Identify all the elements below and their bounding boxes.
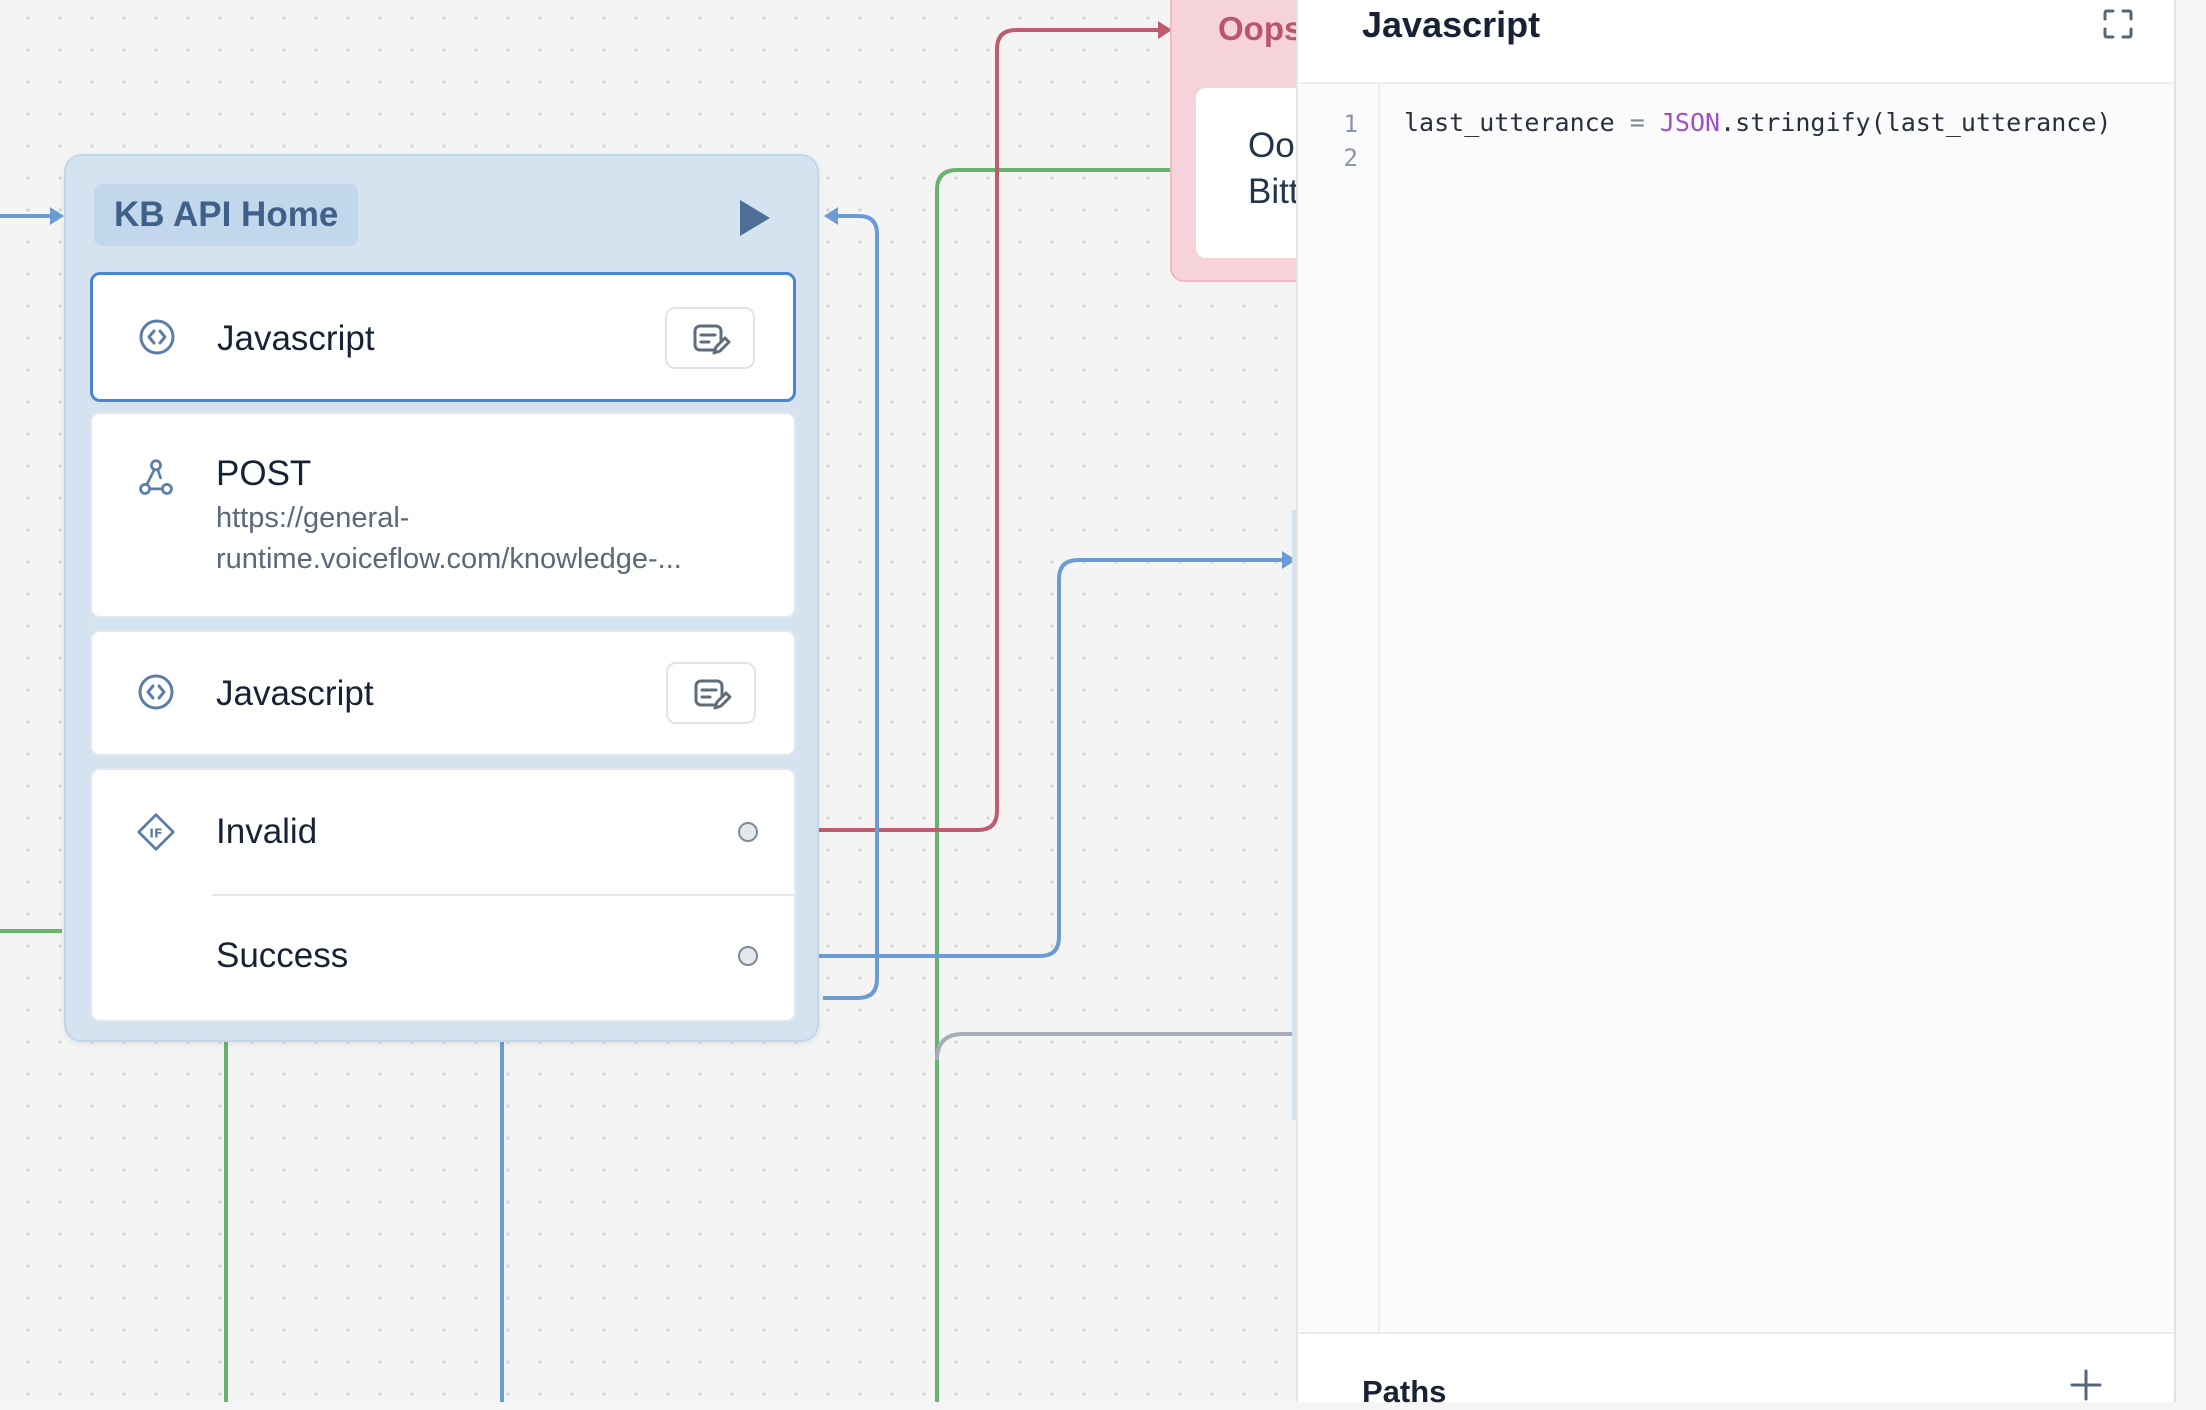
expand-icon[interactable] — [2102, 8, 2134, 40]
block-title[interactable]: KB API Home — [94, 184, 359, 246]
api-step[interactable]: POST https://general- runtime.voiceflow.… — [90, 412, 796, 618]
line-number: 2 — [1343, 144, 1358, 172]
condition-step[interactable]: IF Invalid Success — [90, 768, 796, 1022]
gray-connection — [935, 1032, 1296, 1061]
condition-icon: IF — [137, 813, 175, 851]
edit-code-button[interactable] — [665, 307, 755, 369]
success-connection — [796, 558, 1284, 958]
path-divider — [212, 894, 794, 896]
oops-message-line1: Oo — [1248, 126, 1295, 165]
api-url-line2: runtime.voiceflow.com/knowledge-... — [216, 543, 682, 575]
edit-icon — [694, 679, 732, 710]
green-connection-vertical — [935, 168, 1196, 1402]
code-icon — [139, 319, 175, 355]
invalid-connection — [796, 28, 1160, 832]
oops-message-line2: Bitt — [1248, 172, 1296, 211]
code-operator: = — [1614, 108, 1660, 137]
path-success-label: Success — [216, 936, 349, 975]
paths-section: Paths — [1298, 1332, 2174, 1409]
success-arrowhead — [1282, 551, 1296, 569]
api-url-line1: https://general- — [216, 502, 410, 534]
path-invalid-label: Invalid — [216, 812, 318, 851]
edit-code-button[interactable] — [666, 662, 756, 724]
code-editor[interactable]: 1 2 last_utterance = JSON.stringify(last… — [1298, 84, 2174, 1332]
editor-panel: Javascript 1 2 last_utterance = JSON.str… — [1296, 0, 2174, 1409]
success-port[interactable] — [738, 946, 758, 966]
kb-api-home-block[interactable]: KB API Home Javascript — [64, 154, 819, 1042]
code-variable: last_utterance — [1404, 108, 1615, 137]
step-label: Javascript — [216, 674, 374, 713]
invalid-arrowhead — [1158, 21, 1172, 39]
svg-text:IF: IF — [149, 825, 162, 840]
oops-message-step[interactable]: Oo Bitt — [1196, 88, 1296, 258]
oops-block[interactable]: Oops Oo Bitt — [1170, 0, 1296, 282]
connections — [0, 21, 1296, 1402]
code-line-1[interactable]: last_utterance = JSON.stringify(last_utt… — [1404, 108, 2111, 137]
api-method: POST — [216, 454, 312, 493]
oops-block-title: Oops — [1218, 10, 1296, 47]
javascript-step-2[interactable]: Javascript — [90, 630, 796, 756]
panel-header: Javascript — [1298, 0, 2174, 84]
line-number-gutter: 1 2 — [1298, 84, 1380, 1332]
line-number: 1 — [1343, 110, 1358, 138]
invalid-port[interactable] — [738, 822, 758, 842]
play-icon[interactable] — [740, 200, 770, 236]
code-call: .stringify(last_utterance) — [1720, 108, 2112, 137]
incoming-arrowhead — [50, 207, 64, 225]
code-keyword: JSON — [1659, 108, 1721, 137]
loop-arrowhead — [824, 207, 838, 225]
api-icon — [139, 459, 173, 495]
step-label: Javascript — [217, 319, 375, 358]
javascript-step-1[interactable]: Javascript — [90, 272, 796, 402]
panel-title: Javascript — [1362, 4, 1541, 45]
paths-title: Paths — [1362, 1374, 1447, 1409]
code-icon — [138, 674, 174, 710]
loop-connection — [823, 214, 879, 1000]
right-edge-strip — [2174, 0, 2206, 1402]
add-path-icon[interactable] — [2069, 1368, 2103, 1402]
edit-icon — [693, 324, 731, 355]
canvas[interactable]: Oops Oo Bitt KB API Home Javascript — [0, 0, 1296, 1402]
